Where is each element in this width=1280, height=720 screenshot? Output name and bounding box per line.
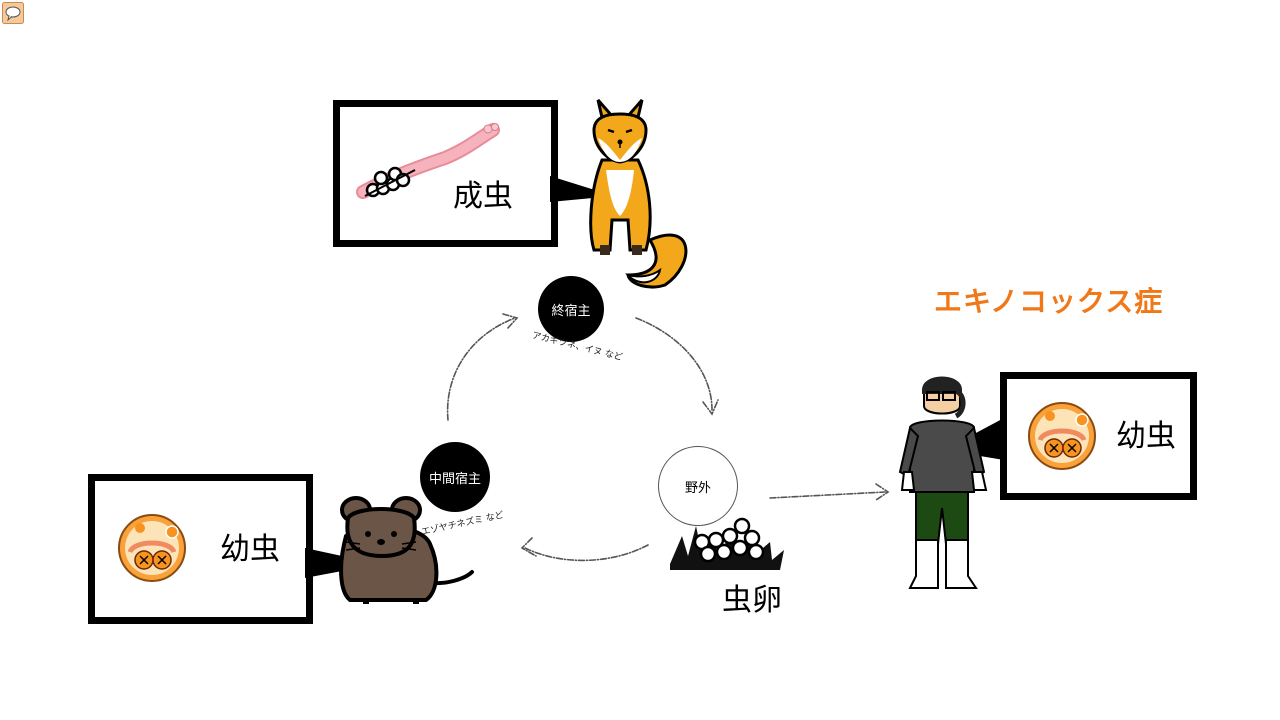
page-title: エキノコックス症 — [934, 285, 1164, 318]
intermediate-host-node: 中間宿主 — [420, 442, 490, 512]
adult-worm-box — [333, 100, 558, 247]
speech-bubble-icon[interactable] — [2, 2, 24, 24]
human-larva-label: 幼虫 — [1116, 419, 1176, 454]
environment-node: 野外 — [658, 446, 738, 526]
adult-tapeworm-illustration — [356, 123, 500, 199]
eggs-label: 虫卵 — [722, 583, 782, 618]
vole-illustration — [339, 496, 474, 604]
eggs-on-grass-illustration — [670, 517, 784, 570]
mouse-larva-box — [88, 474, 313, 624]
adult-label: 成虫 — [453, 179, 513, 214]
definitive-host-node: 終宿主 — [538, 276, 604, 342]
human-illustration — [898, 376, 988, 589]
larva-cyst-icon — [118, 514, 186, 582]
mouse-larva-label: 幼虫 — [220, 532, 280, 567]
fox-illustration — [589, 99, 688, 289]
larva-cyst-icon — [1028, 402, 1096, 470]
